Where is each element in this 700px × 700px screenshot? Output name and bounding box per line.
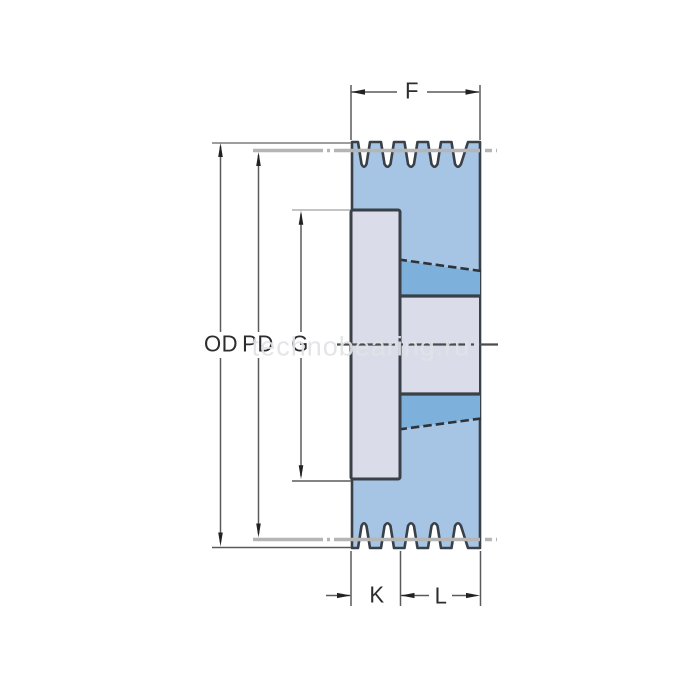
g-arrow-bottom	[298, 465, 304, 480]
dimension-label-pd: PD	[242, 330, 274, 357]
pd-arrow-top	[256, 152, 261, 166]
dimension-label-l: L	[434, 582, 448, 609]
taper-split-line-lower	[398, 417, 482, 431]
dimension-label-od: OD	[203, 330, 239, 357]
pd-arrow-bottom	[256, 523, 261, 538]
l-arrow-right	[466, 592, 480, 599]
od-arrow-top	[218, 143, 223, 157]
k-arrow	[337, 592, 351, 599]
f-arrow-left	[351, 89, 365, 95]
taper-split-line-upper	[398, 258, 482, 273]
l-arrow-left	[400, 592, 415, 599]
dimension-label-g: G	[291, 330, 309, 357]
dimension-od	[212, 142, 351, 549]
dimension-label-f: F	[405, 77, 419, 104]
g-arrow-top	[298, 210, 304, 225]
od-arrow-bottom	[218, 532, 223, 547]
dimension-g	[292, 209, 351, 482]
dimension-label-k: K	[369, 581, 385, 608]
watermark-text: technobearing.ru	[251, 331, 471, 362]
taper-bushing-lower	[400, 394, 480, 429]
taper-bushing-upper	[400, 260, 480, 296]
dimension-kl	[326, 551, 482, 606]
f-arrow-right	[465, 89, 480, 95]
